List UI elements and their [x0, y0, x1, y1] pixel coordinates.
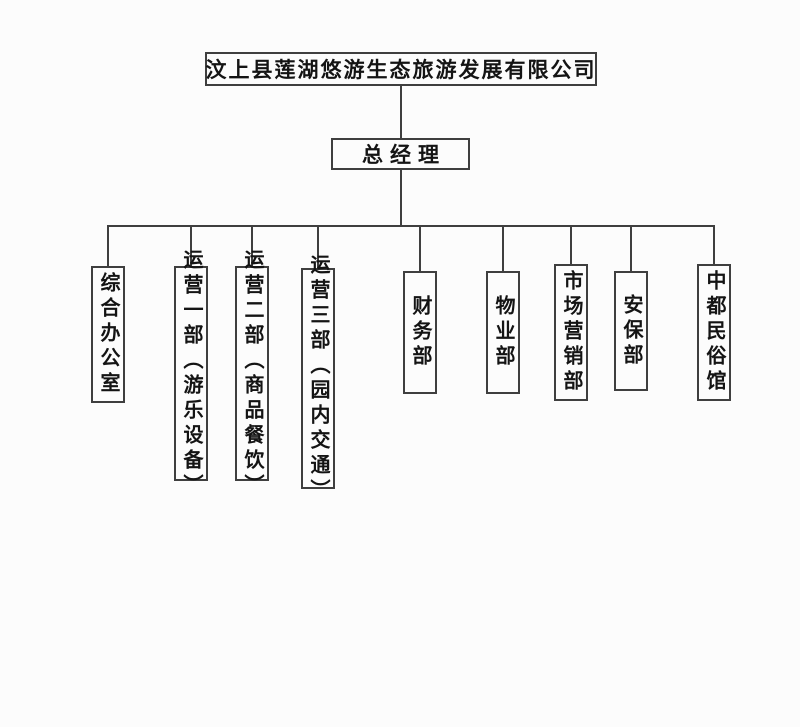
connector-stub-3 — [251, 225, 253, 266]
general-manager-box: 总经理 — [331, 138, 470, 170]
dept-marketing-label: 市场营销部 — [560, 270, 582, 395]
connector-stub-9 — [713, 225, 715, 264]
dept-security: 安保部 — [614, 271, 648, 391]
dept-operations-3-label: 运营三部（园内交通） — [307, 253, 329, 504]
connector-stub-7 — [570, 225, 572, 264]
dept-operations-1: 运营一部（游乐设备） — [174, 249, 208, 499]
company-name: 汶上县莲湖悠游生态旅游发展有限公司 — [205, 59, 597, 82]
connector-horizontal-rail — [107, 225, 715, 227]
dept-general-office: 综合办公室 — [91, 266, 125, 403]
dept-operations-2-label: 运营二部（商品餐饮） — [241, 248, 263, 499]
connector-stub-8 — [630, 225, 632, 271]
connector-stub-5 — [419, 225, 421, 271]
connector-stub-2 — [190, 225, 192, 266]
connector-stub-1 — [107, 225, 109, 266]
connector-root-to-manager — [400, 86, 402, 138]
dept-operations-1-label: 运营一部（游乐设备） — [180, 248, 202, 499]
connector-stub-6 — [502, 225, 504, 271]
dept-property-label: 物业部 — [492, 295, 514, 370]
dept-property: 物业部 — [486, 271, 520, 394]
dept-operations-3: 运营三部（园内交通） — [301, 254, 335, 504]
dept-marketing: 市场营销部 — [554, 264, 588, 401]
dept-general-office-label: 综合办公室 — [97, 272, 119, 397]
connector-stub-4 — [317, 225, 319, 268]
dept-operations-2: 运营二部（商品餐饮） — [235, 249, 269, 499]
connector-manager-to-rail — [400, 170, 402, 225]
dept-finance: 财务部 — [403, 271, 437, 394]
general-manager-label: 总经理 — [362, 144, 446, 167]
dept-security-label: 安保部 — [620, 293, 642, 369]
dept-folk-museum: 中都民俗馆 — [697, 264, 731, 401]
company-root-box: 汶上县莲湖悠游生态旅游发展有限公司 — [205, 52, 597, 86]
dept-finance-label: 财务部 — [409, 295, 431, 370]
dept-folk-museum-label: 中都民俗馆 — [703, 270, 725, 395]
